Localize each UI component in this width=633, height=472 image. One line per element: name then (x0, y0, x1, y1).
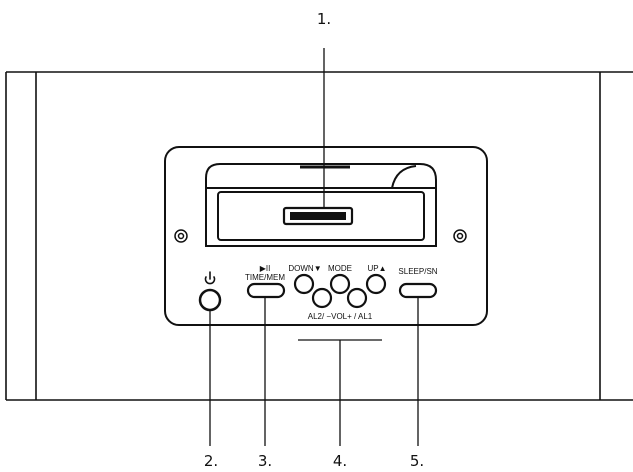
up-label: UP▲ (367, 264, 386, 273)
power-button[interactable] (198, 288, 222, 312)
play-pause-label: ▶II (260, 264, 271, 273)
time-mem-label: TIME/MEM (245, 273, 285, 282)
down-label: DOWN▼ (288, 264, 321, 273)
sleep-sn-button[interactable] (398, 282, 438, 299)
mode-button[interactable] (329, 273, 351, 295)
sleep-sn-label: SLEEP/SN (398, 267, 437, 276)
power-icon (204, 271, 216, 285)
callout-2: 2. (204, 452, 218, 470)
vol-alarm-label: AL2/ −VOL+ / AL1 (308, 312, 373, 321)
screw-left (174, 229, 188, 243)
dock-connector[interactable] (282, 206, 354, 226)
callout-4: 4. (333, 452, 347, 470)
leader-lines (209, 48, 419, 446)
vol-up-al1-button[interactable] (346, 287, 368, 309)
vol-down-al2-button[interactable] (311, 287, 333, 309)
up-button[interactable] (365, 273, 387, 295)
down-button[interactable] (293, 273, 315, 295)
callout-1: 1. (317, 10, 331, 28)
device-body (5, 71, 633, 401)
callout-5: 5. (410, 452, 424, 470)
mode-label: MODE (328, 264, 352, 273)
time-mem-button[interactable] (246, 282, 286, 299)
dock-cradle (205, 163, 437, 247)
callout-3: 3. (258, 452, 272, 470)
screw-right (453, 229, 467, 243)
